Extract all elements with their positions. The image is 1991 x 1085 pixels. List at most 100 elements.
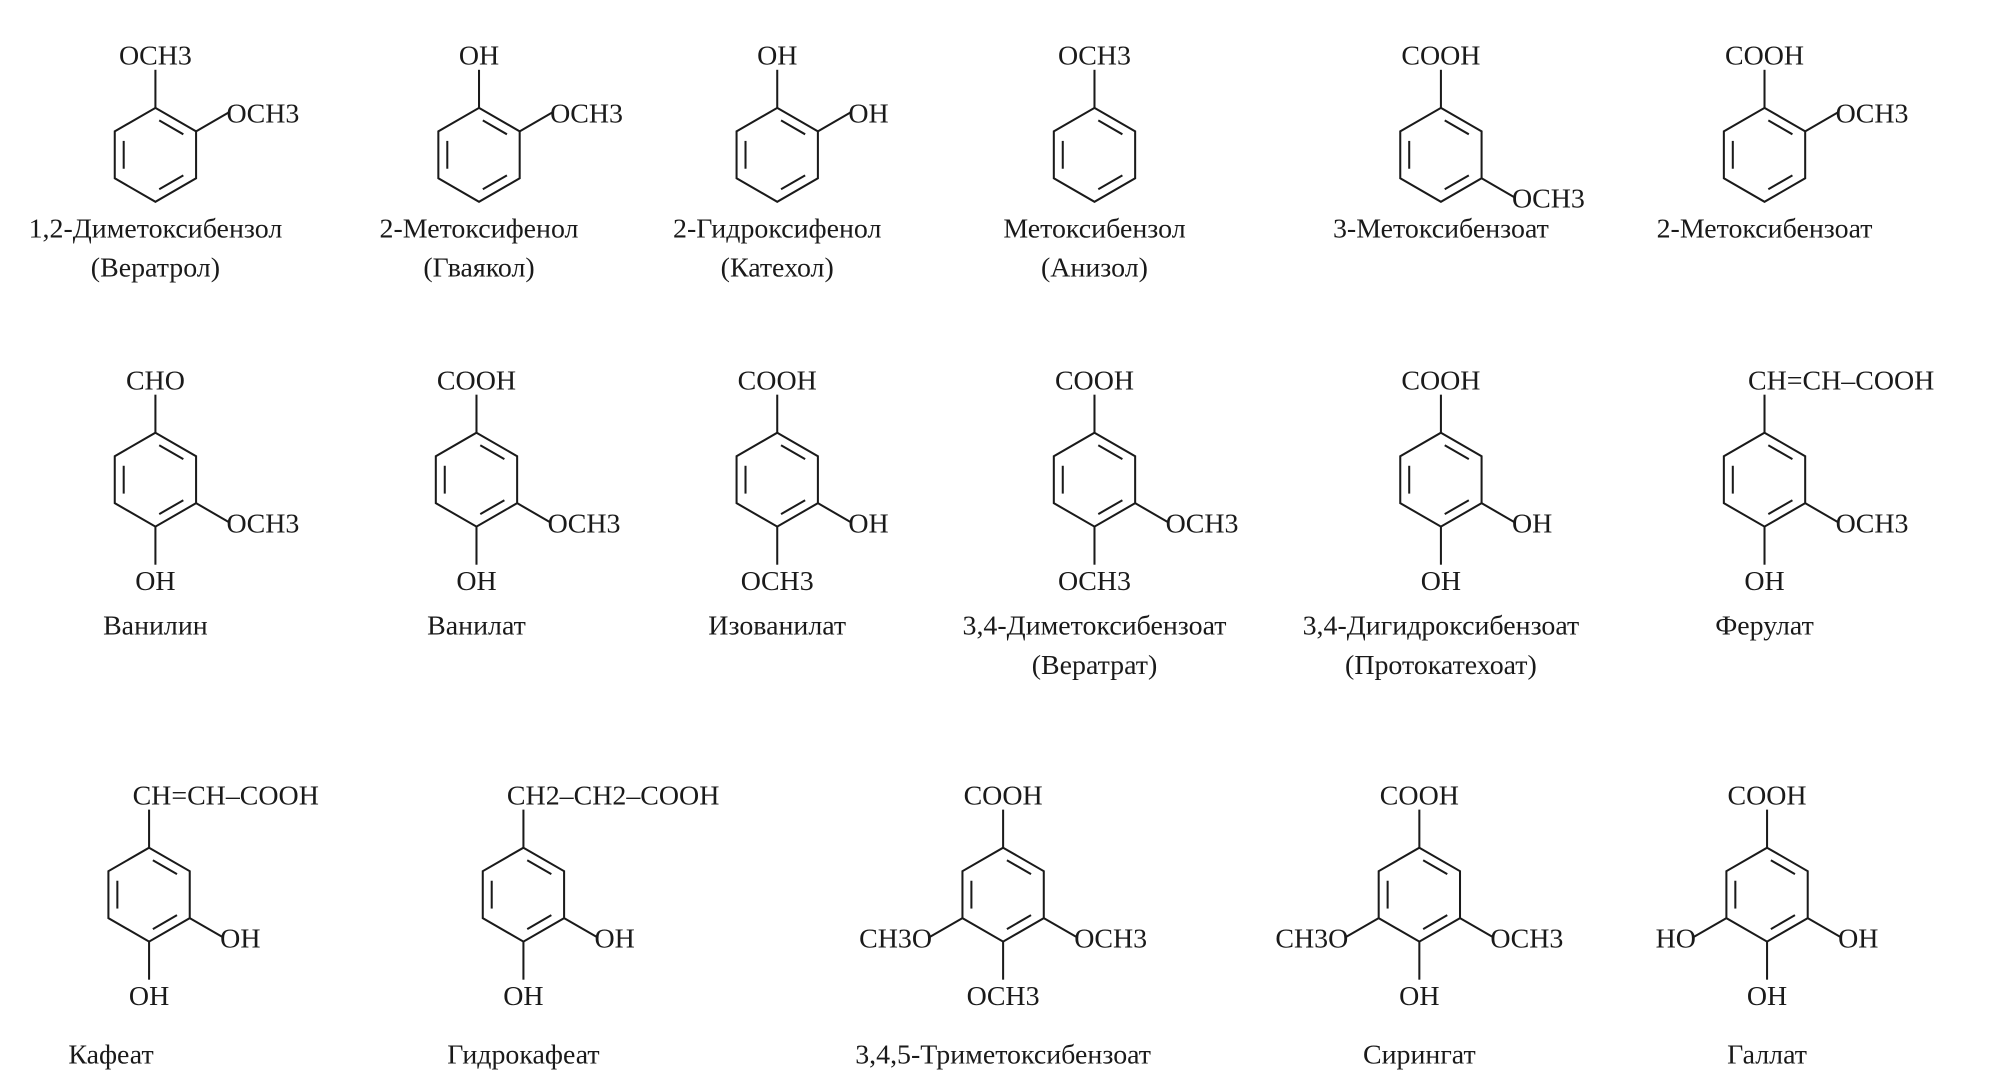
substituent-label: OH xyxy=(848,508,888,539)
substituent-label: OH xyxy=(456,566,496,597)
double-bond xyxy=(479,444,505,461)
substituent-label: COOH xyxy=(964,781,1043,812)
substituent-label: OCH3 xyxy=(227,98,300,129)
double-bond xyxy=(1767,174,1793,191)
substituent-label: OH xyxy=(1838,923,1878,954)
substituent-label: OH xyxy=(1744,566,1784,597)
substituent-label: COOH xyxy=(1401,366,1480,397)
compound-name: Ванилат xyxy=(427,611,526,642)
double-bond xyxy=(780,499,806,515)
compound-name: Сирингат xyxy=(1363,1039,1476,1070)
substituent-label: OH xyxy=(129,981,169,1012)
compound-name: 3,4-Дигидроксибензоат xyxy=(1303,611,1580,642)
substituent-label: COOH xyxy=(1728,781,1807,812)
substituent-label: OH xyxy=(1747,981,1787,1012)
substituent-label: OCH3 xyxy=(227,508,300,539)
benzene-ring xyxy=(1052,431,1137,528)
substituent-label: COOH xyxy=(1380,781,1459,812)
double-bond xyxy=(482,119,508,136)
compound-name: Галлат xyxy=(1727,1039,1807,1070)
substituent-label: CH2–CH2–COOH xyxy=(507,781,719,812)
substituent-bond xyxy=(1481,502,1516,524)
substituent-label: CH=CH–COOH xyxy=(133,781,319,812)
double-bond xyxy=(152,859,178,876)
benzene-ring xyxy=(735,106,819,203)
substituent-bond xyxy=(519,111,554,133)
substituent-label: OCH3 xyxy=(119,41,192,72)
substituent-label: OCH3 xyxy=(550,98,623,129)
substituent-bond xyxy=(195,502,230,524)
compound-trivial-name: (Анизол) xyxy=(1041,253,1148,284)
compound-name: Ванилин xyxy=(103,611,208,642)
benzene-ring xyxy=(1722,106,1807,203)
double-bond xyxy=(1770,859,1796,876)
substituent-bond xyxy=(1804,502,1839,524)
double-bond xyxy=(1097,444,1123,461)
double-bond xyxy=(1444,444,1470,461)
substituent-label: OCH3 xyxy=(1166,508,1239,539)
compound-name: 3,4-Диметоксибензоат xyxy=(962,611,1226,642)
benzene-ring xyxy=(1722,431,1807,528)
compound-name: Изованилат xyxy=(708,611,846,642)
substituent-bond xyxy=(195,111,230,133)
substituent-bond xyxy=(1345,917,1380,939)
compound-name: 2-Метоксибензоат xyxy=(1657,213,1873,244)
substituent-label: OH xyxy=(595,923,635,954)
benzene-ring xyxy=(481,846,566,943)
compound-name: 3,4,5-Триметоксибензоат xyxy=(855,1039,1151,1070)
compound-name: Ферулат xyxy=(1715,611,1814,642)
compound-name: Гидрокафеат xyxy=(447,1039,599,1070)
substituent-label: OCH3 xyxy=(741,566,814,597)
substituent-label: OCH3 xyxy=(1490,923,1563,954)
benzene-ring xyxy=(1399,431,1483,528)
double-bond xyxy=(780,444,806,461)
substituent-bond xyxy=(817,502,852,524)
compound-trivial-name: (Вератрол) xyxy=(91,253,220,284)
compound-name: 2-Гидроксифенол xyxy=(673,213,882,244)
double-bond xyxy=(1767,444,1793,461)
substituent-label: OH xyxy=(848,98,888,129)
benzene-ring xyxy=(113,431,198,528)
substituent-bond xyxy=(1481,177,1516,199)
compound-name: 2-Метоксифенол xyxy=(380,213,579,244)
substituent-label: OCH3 xyxy=(1058,41,1131,72)
double-bond xyxy=(482,174,508,191)
benzene-ring xyxy=(735,431,819,528)
double-bond xyxy=(158,444,184,461)
double-bond xyxy=(1422,859,1448,876)
substituent-bond xyxy=(1807,917,1842,939)
benzene-ring xyxy=(1399,106,1483,203)
substituent-label: CH3O xyxy=(1275,923,1348,954)
substituent-label: CH3O xyxy=(859,923,932,954)
compound-name: Метоксибензол xyxy=(1003,213,1185,244)
substituent-bond xyxy=(189,917,224,939)
substituent-label: OH xyxy=(503,981,543,1012)
substituent-label: OH xyxy=(135,566,175,597)
substituent-label: OCH3 xyxy=(1836,98,1909,129)
benzene-ring xyxy=(434,431,519,528)
double-bond xyxy=(1444,499,1470,515)
substituent-bond xyxy=(1459,917,1494,939)
substituent-label: OH xyxy=(459,41,499,72)
benzene-ring xyxy=(437,106,521,203)
substituent-label: OCH3 xyxy=(1512,183,1585,214)
compound-trivial-name: (Протокатехоат) xyxy=(1345,650,1537,681)
compound-name: 3-Метоксибензоат xyxy=(1333,213,1549,244)
double-bond xyxy=(158,174,184,191)
compound-name: Кафеат xyxy=(68,1039,153,1070)
substituent-label: CH=CH–COOH xyxy=(1748,366,1934,397)
benzene-ring xyxy=(107,846,191,943)
substituent-bond xyxy=(928,917,963,939)
substituent-label: OCH3 xyxy=(967,981,1040,1012)
